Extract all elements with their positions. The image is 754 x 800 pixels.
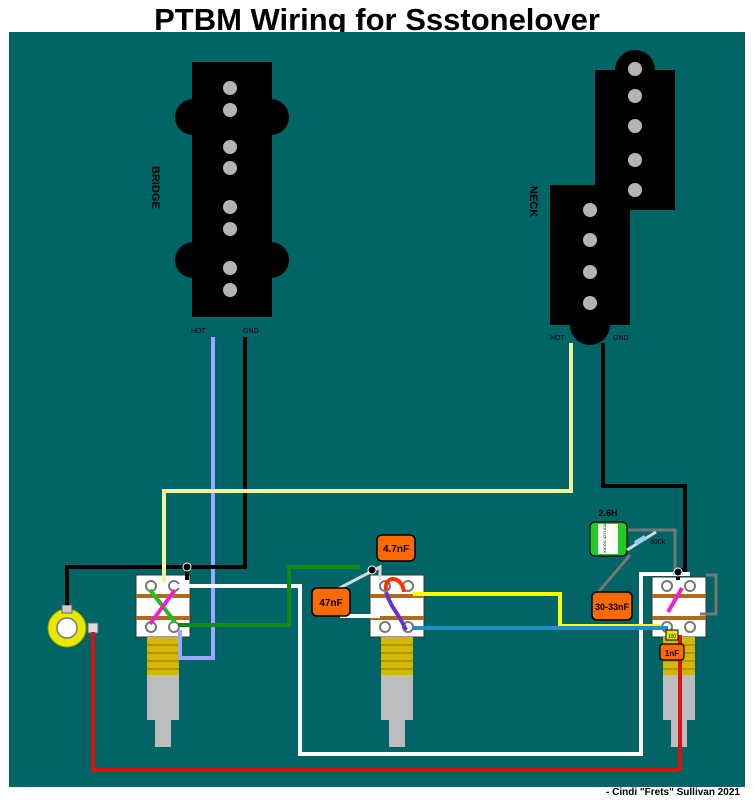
wire-grey-30nf <box>593 554 632 597</box>
wire-bridge-hot <box>178 337 215 660</box>
resistor-300k-label: 300k <box>650 539 666 546</box>
pole-piece <box>628 183 642 197</box>
potentiometer-1 <box>135 574 191 747</box>
wire-red <box>91 632 682 772</box>
solder-joint <box>182 562 192 572</box>
capacitor-icon: 100 <box>665 629 679 641</box>
cap-1nf-label: 1nF <box>665 649 679 658</box>
cap-47nf-label: 47nF <box>319 598 342 609</box>
wire-white-pot1-to-pot2 <box>178 572 690 756</box>
wire-white-4-7nf <box>329 564 382 595</box>
potentiometer-2 <box>369 574 425 747</box>
wire-pot2-jumper-purple <box>384 591 408 631</box>
pole-piece <box>583 265 597 279</box>
credit: - Cindi "Frets" Sullivan 2021 <box>606 787 740 798</box>
bridge-pickup <box>175 62 289 317</box>
bridge-label: BRIDGE <box>149 166 161 209</box>
cap-30-33nf-label: 30-33nF <box>595 602 630 612</box>
pole-piece <box>583 233 597 247</box>
inductor-marking: XICON 42TL018 <box>602 523 607 553</box>
capacitor-icon: 4.7nF <box>376 534 416 562</box>
pole-piece <box>583 296 597 310</box>
neck-gnd-label: GND <box>613 335 629 342</box>
output-jack-icon <box>47 604 99 648</box>
pole-piece <box>223 161 237 175</box>
wire-pot2-jumper-red <box>383 577 406 593</box>
pole-piece <box>223 103 237 117</box>
wire-bridge-ground <box>187 337 247 569</box>
pole-piece <box>628 89 642 103</box>
pole-piece <box>223 222 237 236</box>
capacitor-icon: 1nF <box>659 643 685 661</box>
inductor-icon: XICON 42TL018 2.6H <box>589 508 628 557</box>
neck-hot-label: HOT <box>550 335 566 342</box>
pole-piece <box>628 62 642 76</box>
pole-piece <box>223 261 237 275</box>
small-cap-marking: 100 <box>668 634 677 640</box>
resistor-icon: 300k <box>626 530 666 552</box>
solder-joint <box>673 567 683 577</box>
wire-green <box>178 565 360 627</box>
capacitor-icon: 47nF <box>311 587 351 617</box>
pole-piece <box>583 203 597 217</box>
pole-piece <box>628 153 642 167</box>
wire-pot1-cross-magenta <box>148 588 177 626</box>
capacitor-icon: 30-33nF <box>591 591 633 621</box>
inductor-value-label: 2.6H <box>598 508 617 518</box>
neck-pickup <box>550 50 675 345</box>
wire-jack-ground <box>65 565 189 605</box>
page-title: PTBM Wiring for Ssstonelover <box>154 2 600 37</box>
cap-4-7nf-label: 4.7nF <box>383 544 409 555</box>
bridge-gnd-label: GND <box>243 328 259 335</box>
bridge-hot-label: HOT <box>191 328 207 335</box>
neck-label: NECK <box>527 186 539 217</box>
pole-piece <box>223 200 237 214</box>
wire-grey-inductor <box>627 528 677 575</box>
solder-joint <box>367 565 377 575</box>
pole-piece <box>223 283 237 297</box>
wire-pot3-magenta <box>666 586 684 614</box>
pole-piece <box>628 119 642 133</box>
pole-piece <box>223 81 237 95</box>
wire-grey-pot3-side <box>700 573 718 616</box>
pole-piece <box>223 140 237 154</box>
wire-neck-hot <box>162 343 573 582</box>
